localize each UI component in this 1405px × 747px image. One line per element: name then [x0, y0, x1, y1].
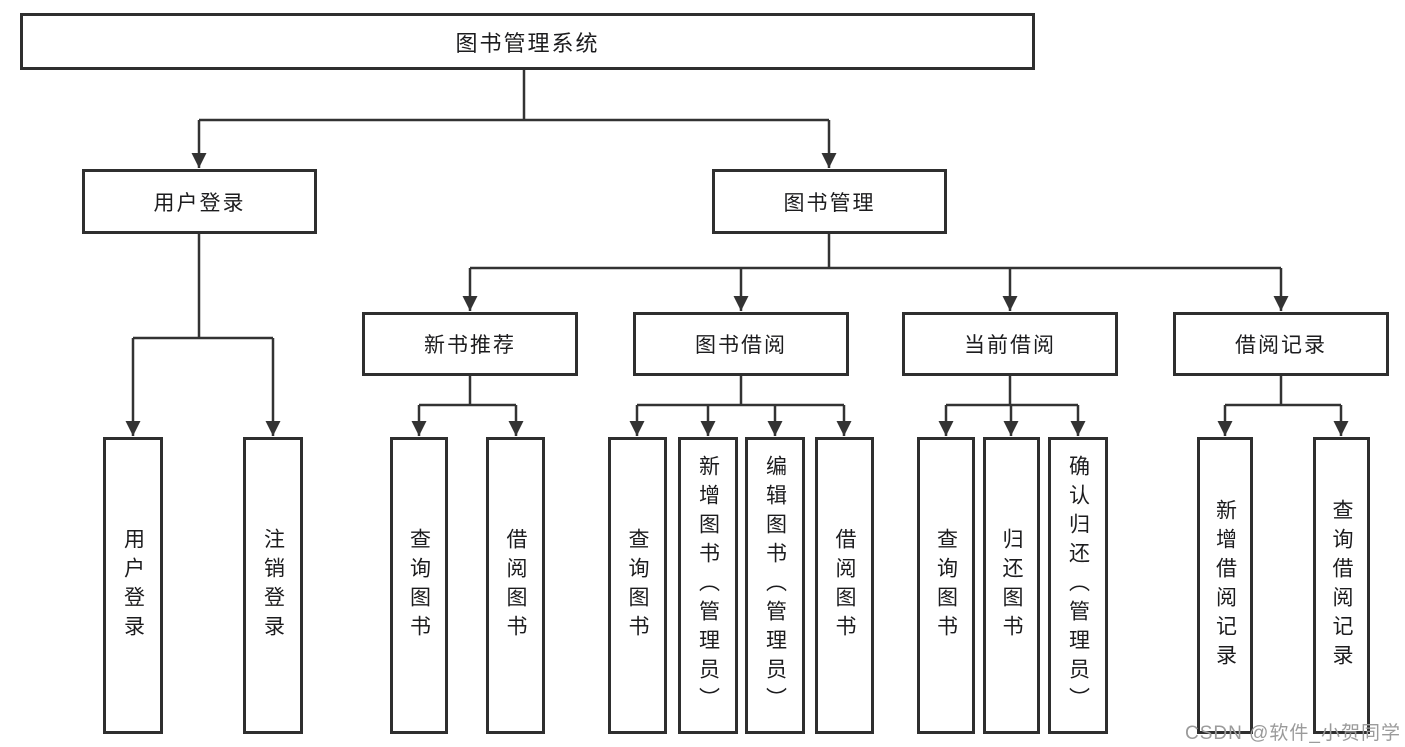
node-book-borrow-label: 图书借阅: [695, 334, 787, 357]
node-borrow-records-label: 借阅记录: [1235, 334, 1327, 357]
leaf-user-login: 用户登录: [103, 437, 163, 734]
leaf-bb-query-books: 查询图书: [608, 437, 667, 734]
node-book-borrow: 图书借阅: [633, 312, 849, 376]
leaf-nbr-query-books-label: 查询图书: [407, 527, 431, 644]
node-user-login: 用户登录: [82, 169, 317, 234]
leaf-nbr-borrow-books: 借阅图书: [486, 437, 545, 734]
leaf-bb-edit-books-label: 编辑图书（管理员）: [763, 455, 787, 716]
leaf-logout-label: 注销登录: [261, 527, 285, 644]
leaf-logout: 注销登录: [243, 437, 303, 734]
connector-book-mgmt-spine: [470, 234, 1281, 270]
leaf-cb-confirm-return: 确认归还（管理员）: [1048, 437, 1108, 734]
leaf-bb-add-books-label: 新增图书（管理员）: [696, 455, 720, 716]
leaf-br-query-record-label: 查询借阅记录: [1330, 498, 1353, 673]
leaf-nbr-query-books: 查询图书: [390, 437, 448, 734]
leaf-br-add-record: 新增借阅记录: [1197, 437, 1253, 734]
connector-current-borrow-spine: [946, 376, 1078, 407]
leaf-bb-query-books-label: 查询图书: [626, 527, 649, 644]
leaf-br-add-record-label: 新增借阅记录: [1213, 498, 1237, 673]
connector-root-spine: [199, 70, 829, 122]
node-current-borrow-label: 当前借阅: [964, 334, 1056, 357]
node-root-label: 图书管理系统: [455, 30, 600, 56]
leaf-bb-add-books: 新增图书（管理员）: [678, 437, 738, 734]
node-user-login-label: 用户登录: [153, 191, 246, 215]
leaf-cb-query-books: 查询图书: [917, 437, 975, 734]
leaf-bb-borrow-books-label: 借阅图书: [833, 527, 856, 644]
connector-new-book-rec-spine: [419, 376, 516, 407]
connector-book-borrow-spine: [637, 376, 844, 407]
node-book-mgmt: 图书管理: [712, 169, 947, 234]
csdn-watermark: CSDN @软件_小贺同学: [1185, 723, 1401, 744]
node-borrow-records: 借阅记录: [1173, 312, 1389, 376]
leaf-br-query-record: 查询借阅记录: [1313, 437, 1370, 734]
leaf-cb-confirm-return-label: 确认归还（管理员）: [1066, 455, 1090, 716]
node-new-book-rec-label: 新书推荐: [424, 334, 516, 357]
leaf-user-login-label: 用户登录: [121, 527, 145, 644]
node-root: 图书管理系统: [20, 13, 1035, 70]
leaf-bb-borrow-books: 借阅图书: [815, 437, 874, 734]
node-new-book-rec: 新书推荐: [362, 312, 578, 376]
connector-borrow-records-spine: [1225, 376, 1341, 407]
node-current-borrow: 当前借阅: [902, 312, 1118, 376]
leaf-cb-query-books-label: 查询图书: [934, 527, 958, 644]
leaf-cb-return-books: 归还图书: [983, 437, 1040, 734]
node-book-mgmt-label: 图书管理: [783, 191, 876, 215]
leaf-bb-edit-books: 编辑图书（管理员）: [745, 437, 805, 734]
connector-user-login-spine: [133, 234, 273, 340]
leaf-nbr-borrow-books-label: 借阅图书: [504, 527, 527, 644]
leaf-cb-return-books-label: 归还图书: [1000, 527, 1023, 644]
